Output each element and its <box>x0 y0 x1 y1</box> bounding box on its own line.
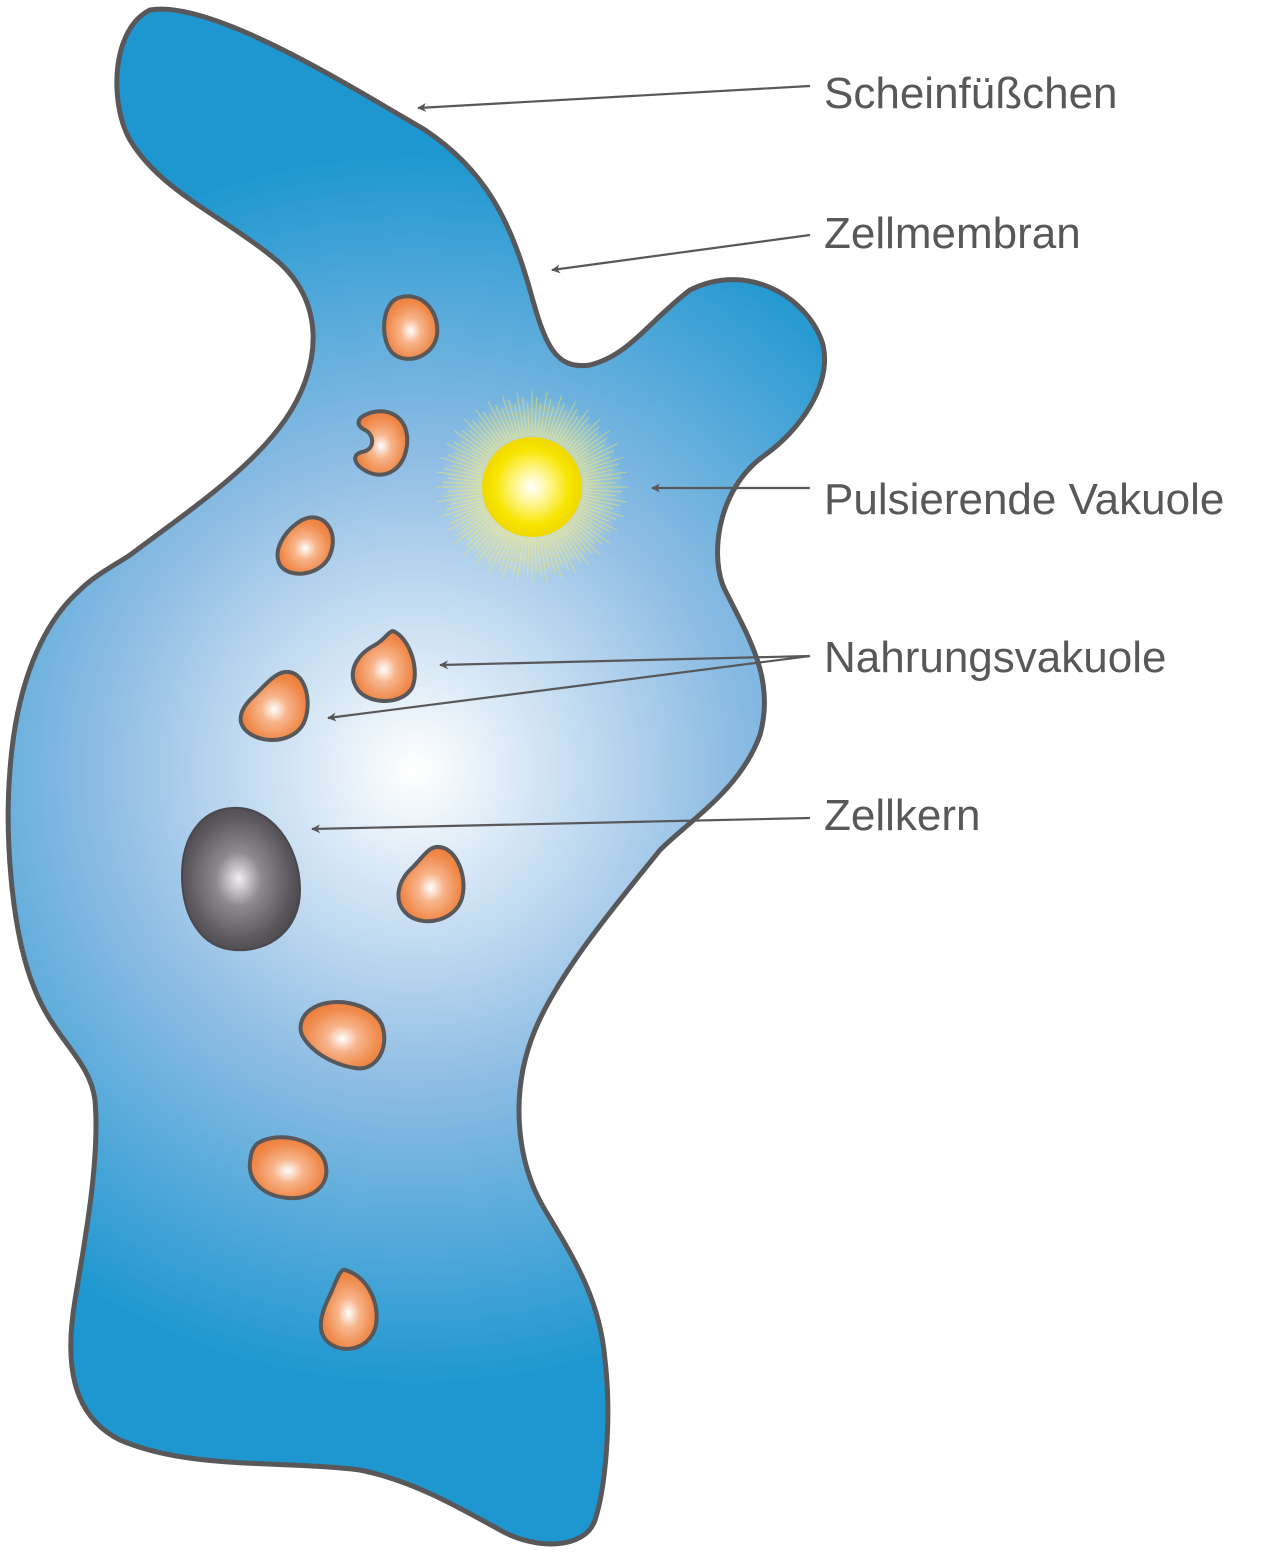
food-vacuole <box>298 1000 387 1071</box>
food-vacuole <box>247 1135 329 1201</box>
leader-line-nucleus <box>311 816 811 834</box>
food-vacuole <box>353 409 410 477</box>
leader-line-membrane <box>551 233 811 274</box>
contractile-vacuole <box>482 437 582 537</box>
label-pseudopod: Scheinfüßchen <box>824 69 1118 118</box>
leader-line-food-vacuole-1 <box>439 654 811 670</box>
leader-line-pseudopod <box>417 84 811 113</box>
food-vacuole <box>350 629 417 703</box>
label-food-vacuole: Nahrungsvakuole <box>824 633 1166 682</box>
label-membrane: Zellmembran <box>824 209 1081 258</box>
leader-line-food-vacuole-2 <box>327 654 811 722</box>
food-vacuole <box>238 669 310 742</box>
food-vacuole <box>275 515 335 576</box>
label-contractile-vacuole: Pulsierende Vakuole <box>824 475 1224 524</box>
nucleus <box>180 806 302 952</box>
cell-membrane <box>5 6 827 1547</box>
food-vacuole <box>382 294 440 361</box>
food-vacuole <box>318 1267 379 1351</box>
food-vacuole <box>396 845 466 924</box>
label-nucleus: Zellkern <box>824 791 981 840</box>
